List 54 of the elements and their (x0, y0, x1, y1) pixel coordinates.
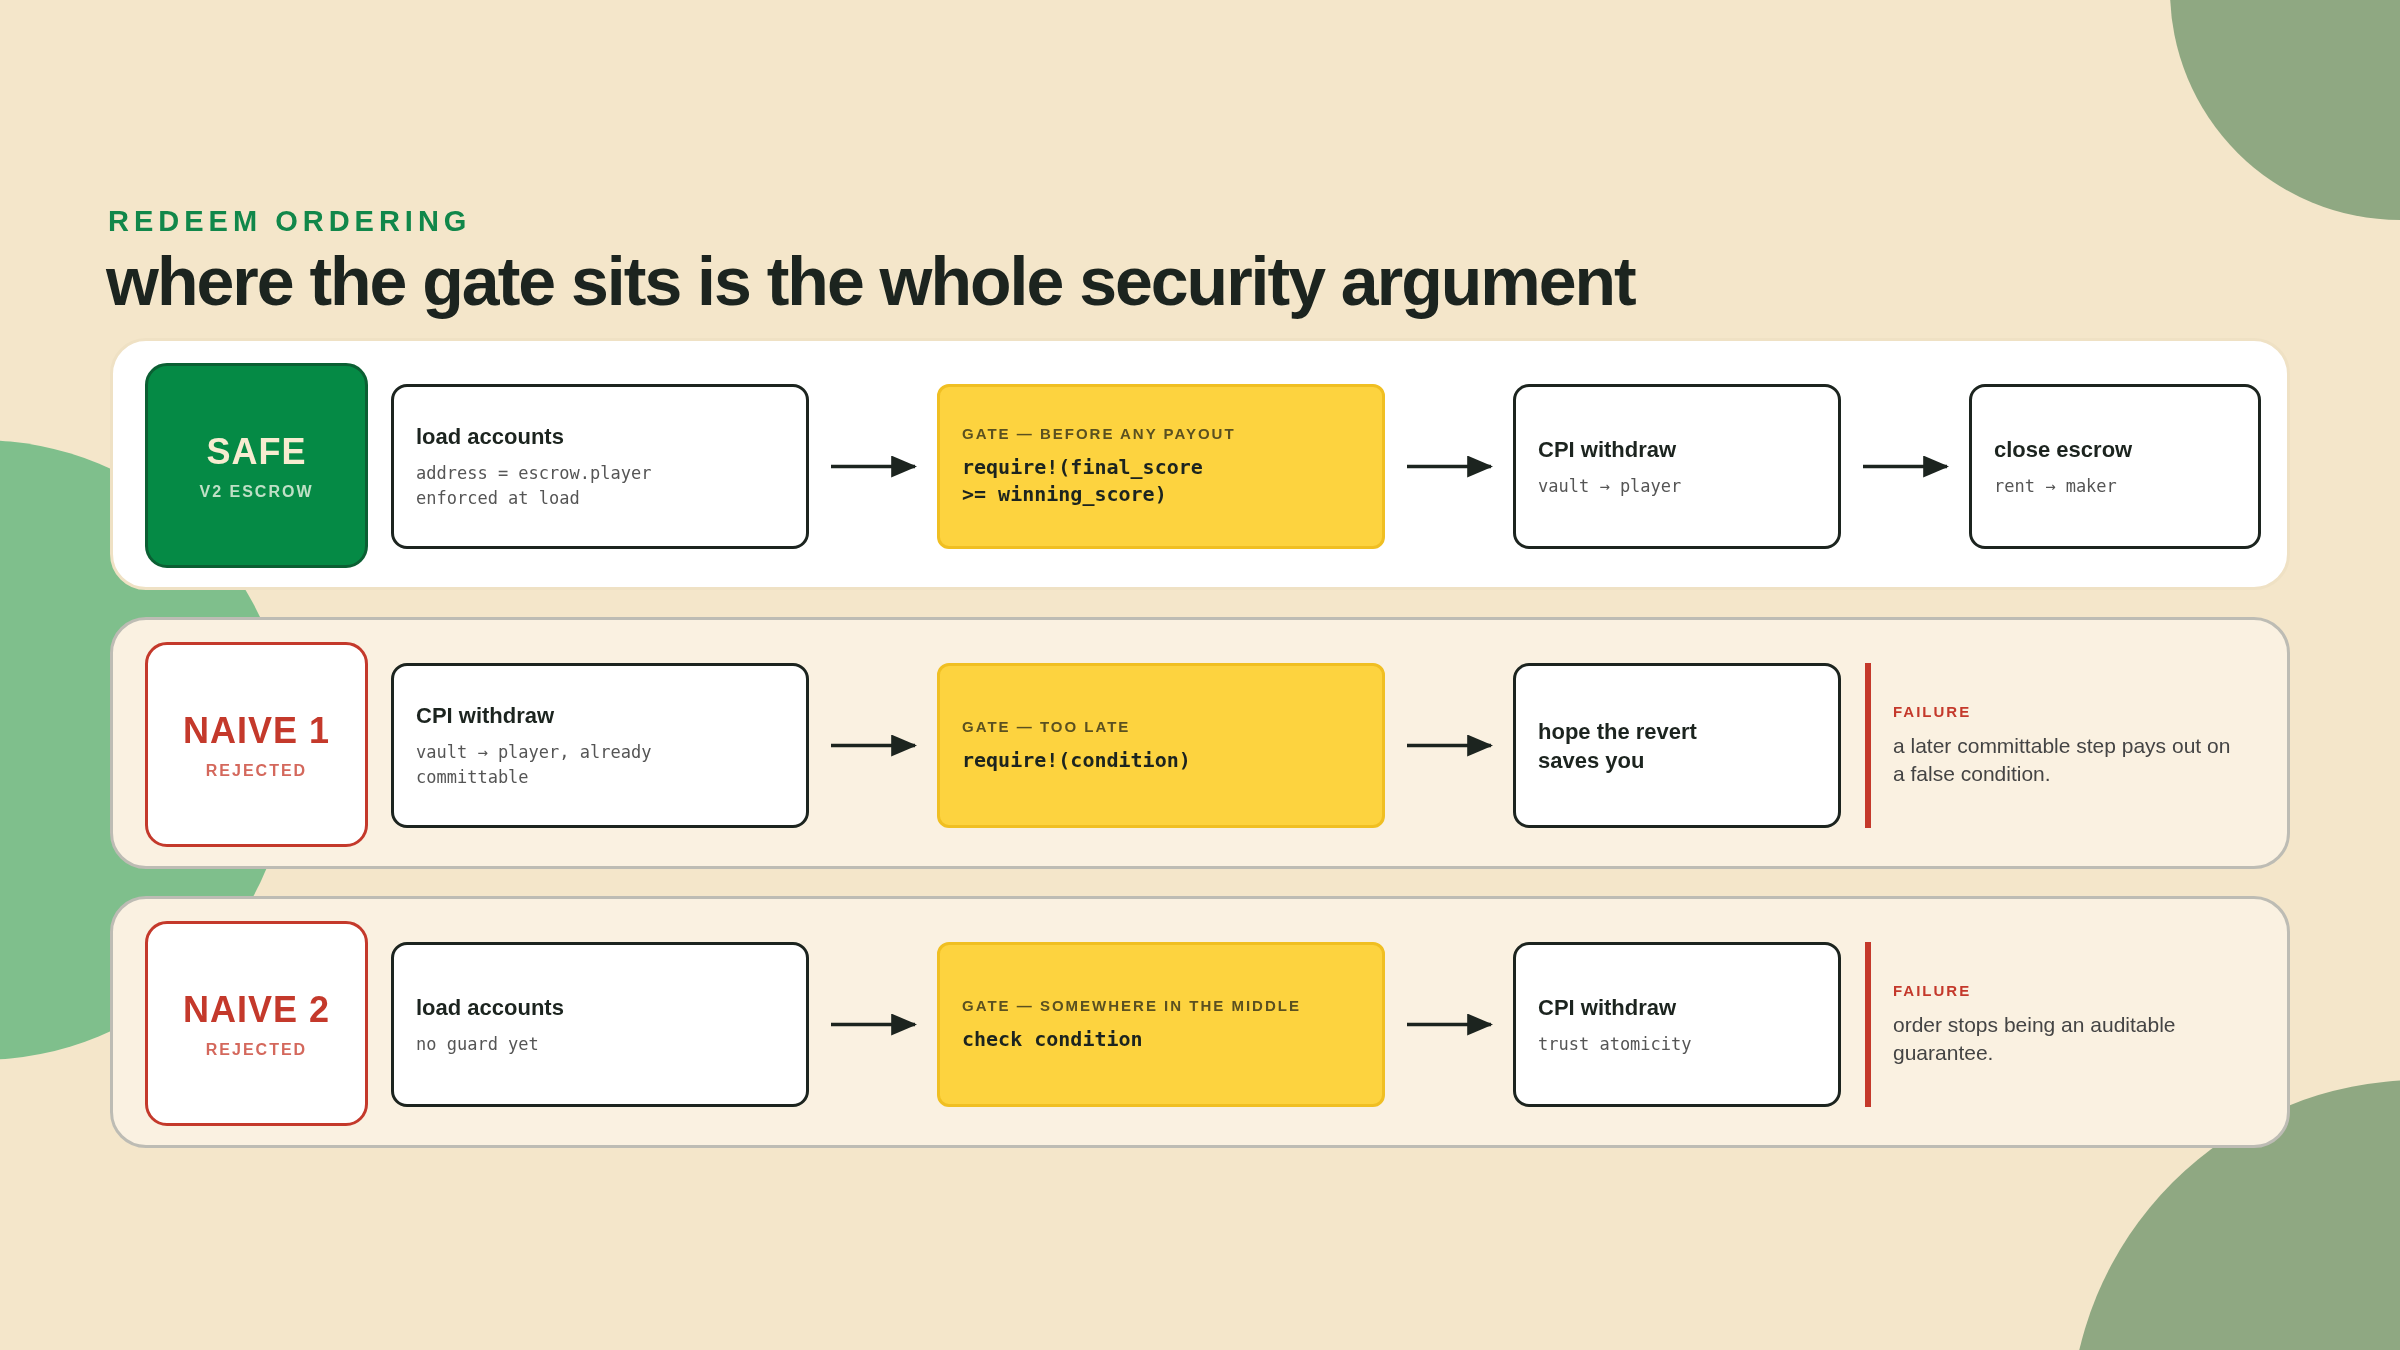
arrow (1863, 455, 1949, 478)
failure-label: FAILURE (1893, 982, 1973, 999)
step-box (1513, 942, 1841, 1107)
step-detail: trust atomicity (1538, 1032, 1693, 1056)
gate-box (937, 384, 1385, 549)
step-title: CPI withdraw (1538, 435, 1678, 464)
step-title: load accounts (416, 423, 565, 451)
step-title: CPI withdraw (416, 702, 556, 730)
failure-label: FAILURE (1893, 703, 1973, 720)
code-text: require!(final_score >= winning_score) (962, 454, 1204, 508)
code-text: require!(condition) (962, 746, 1192, 774)
step-detail: rent → maker (1994, 474, 2118, 498)
step-title: load accounts (416, 993, 565, 1022)
step-box (1513, 384, 1841, 549)
gate-label: GATE — SOMEWHERE IN THE MIDDLE (962, 996, 1302, 1014)
gate-label: GATE — TOO LATE (962, 717, 1132, 735)
code-text: check condition (962, 1025, 1144, 1053)
step-title: close escrow (1994, 435, 2134, 464)
gate-box (937, 942, 1385, 1107)
status-badge (145, 363, 368, 568)
step-title: hope the revert saves you (1538, 717, 1698, 775)
badge-title: SAFE (206, 430, 307, 473)
step-detail: vault → player (1538, 474, 1683, 498)
arrow (831, 734, 917, 757)
row-panel (110, 896, 2290, 1148)
step-detail: vault → player, already committable (416, 741, 653, 789)
step-box (1969, 384, 2261, 549)
status-badge (145, 921, 368, 1126)
failure-text: order stops being an auditable guarantee. (1893, 1012, 2177, 1066)
step-box (391, 942, 809, 1107)
arrow (831, 455, 917, 478)
gate-label: GATE — BEFORE ANY PAYOUT (962, 425, 1237, 442)
heading: where the gate sits is the whole security argument (106, 242, 1635, 320)
row-panel (110, 338, 2290, 590)
step-detail: no guard yet (416, 1032, 540, 1056)
step-box (391, 663, 809, 828)
badge-subtitle: V2 ESCROW (199, 482, 314, 501)
step-detail: address = escrow.player enforced at load (416, 462, 653, 510)
step-box (1513, 663, 1841, 828)
step-title: CPI withdraw (1538, 993, 1678, 1022)
step-box (391, 384, 809, 549)
badge-subtitle: REJECTED (205, 761, 308, 780)
status-badge (145, 642, 368, 847)
gate-box (937, 663, 1385, 828)
arrow (1407, 455, 1493, 478)
row-panel (110, 617, 2290, 869)
failure-text: a later committable step pays out on a false condition. (1893, 733, 2232, 787)
arrow (1407, 734, 1493, 757)
arrow (831, 1013, 917, 1036)
eyebrow-text: REDEEM ORDERING (108, 205, 472, 238)
arrow (1407, 1013, 1493, 1036)
badge-subtitle: REJECTED (205, 1040, 308, 1059)
badge-title: NAIVE 2 (182, 988, 330, 1031)
badge-title: NAIVE 1 (182, 709, 330, 752)
